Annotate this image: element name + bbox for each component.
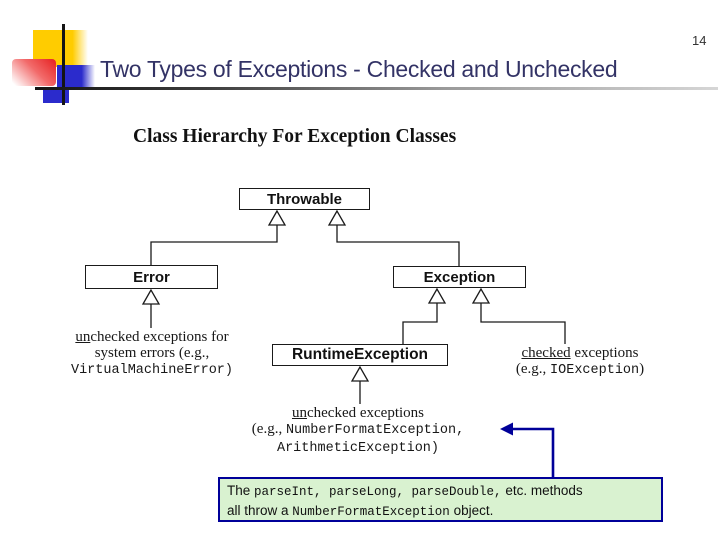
note-text: checked exceptions for: [90, 329, 229, 345]
note-text: ): [639, 361, 645, 377]
arrowhead-throwable-right: [327, 209, 347, 226]
inheritance-lines: [150, 225, 566, 404]
connector-exception-runtime: [402, 303, 438, 344]
callout-text: The: [227, 483, 255, 498]
note-text: checked exceptions: [306, 405, 425, 421]
underlined-text: un: [291, 405, 307, 421]
code-text: NumberFormatException,: [285, 423, 465, 438]
inheritance-arrowheads: [141, 209, 491, 382]
note-text: system errors (e.g.,: [94, 345, 210, 361]
arrowhead-error: [141, 288, 161, 305]
callout-arrowhead: [500, 422, 513, 436]
note-text: exceptions: [570, 345, 639, 361]
note-checked-exceptions: checked exceptions (e.g., IOException): [495, 345, 665, 379]
title-underline-rule: [35, 87, 718, 90]
underlined-text: un: [75, 329, 91, 345]
code-text: ArithmeticException): [276, 441, 440, 456]
page-number: 14: [692, 33, 707, 48]
callout-text: all throw a: [227, 502, 293, 518]
callout-arrow-line: [508, 427, 555, 477]
decoration-blue-square: [57, 65, 95, 88]
callout-code: NumberFormatException: [292, 504, 450, 519]
code-text: IOException: [550, 363, 640, 378]
diagram-heading: Class Hierarchy For Exception Classes: [133, 126, 457, 147]
arrowhead-exception-right: [471, 287, 491, 304]
class-box-exception: Exception: [393, 266, 526, 288]
arrowhead-exception-left: [427, 287, 447, 304]
class-box-throwable: Throwable: [239, 188, 370, 210]
class-box-runtime-exception: RuntimeException: [272, 344, 448, 366]
code-text: VirtualMachineError): [70, 363, 234, 378]
note-text: (e.g.,: [515, 361, 551, 377]
connector-throwable-error: [150, 225, 278, 265]
decoration-red-square: [12, 59, 56, 86]
arrowhead-throwable-left: [267, 209, 287, 226]
note-text: (e.g.,: [251, 421, 286, 437]
decoration-vertical-line: [62, 24, 65, 105]
class-box-error: Error: [85, 265, 218, 289]
connector-exception-checked-note: [480, 303, 566, 344]
callout-code: parseInt, parseLong, parseDouble,: [254, 485, 502, 499]
callout-arrow: [500, 422, 555, 477]
underlined-text: checked: [521, 345, 571, 361]
slide-title: Two Types of Exceptions - Checked and Un…: [100, 56, 618, 82]
callout-box: The parseInt, parseLong, parseDouble, et…: [218, 477, 663, 522]
note-unchecked-system-errors: unchecked exceptions for system errors (…: [50, 329, 254, 379]
note-unchecked-exceptions: unchecked exceptions (e.g., NumberFormat…: [225, 405, 491, 457]
arrowhead-runtime: [350, 365, 370, 382]
callout-text: etc. methods: [501, 483, 583, 498]
connector-throwable-exception: [336, 225, 460, 266]
callout-text: object.: [449, 502, 494, 518]
